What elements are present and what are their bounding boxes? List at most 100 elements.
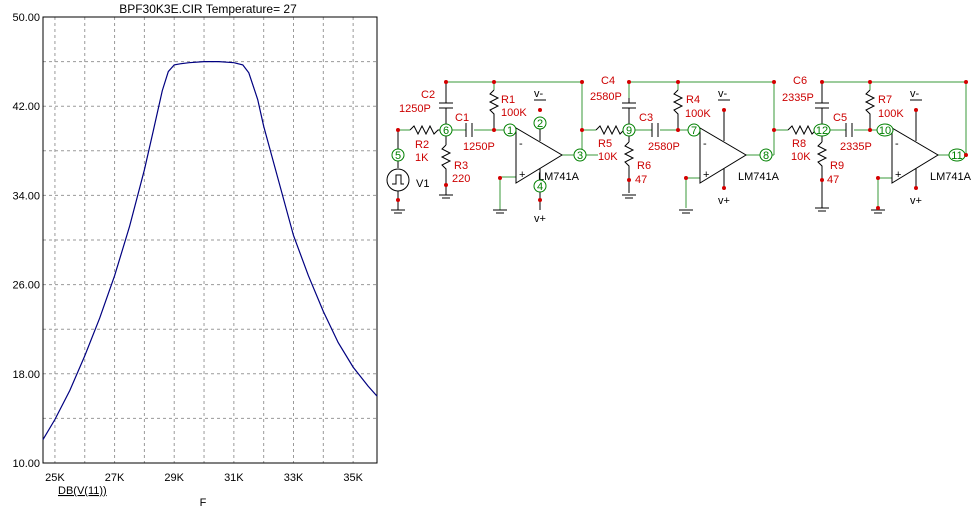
- u2-plus: +: [703, 169, 709, 181]
- u1-vm-label: v-: [534, 88, 544, 100]
- node-9[interactable]: 9: [622, 123, 636, 137]
- node-5[interactable]: 5: [391, 148, 405, 162]
- node-markers: 5 6 1 2 3 4 9 7 8 12 10 11: [391, 116, 966, 193]
- node-3[interactable]: 3: [573, 148, 587, 162]
- r2-label: R2: [415, 139, 429, 151]
- c2-value: 1250P: [399, 103, 431, 115]
- stage-1: C2 1250P R2 1K R3 220 C1 1250P R1 100K V…: [386, 81, 598, 225]
- u3-minus: -: [895, 138, 899, 150]
- u3-plus: +: [895, 169, 901, 181]
- svg-text:12: 12: [816, 125, 828, 137]
- r2-zigzag: [409, 124, 440, 136]
- x-tick-label: 31K: [224, 472, 244, 484]
- u3-opamp[interactable]: [891, 127, 939, 184]
- svg-text:8: 8: [763, 150, 769, 162]
- u1-plus: +: [519, 169, 525, 181]
- r7-value: 100K: [878, 108, 904, 120]
- r4-zigzag: [672, 89, 684, 130]
- stage-2: C4 2580P R5 10K R6 47 C3 2580P R4 100K -…: [581, 75, 780, 214]
- u3-part-label: LM741A: [930, 171, 972, 183]
- node-2[interactable]: 2: [533, 116, 547, 130]
- r6-label: R6: [637, 160, 651, 172]
- y-tick-label: 10.00: [12, 458, 40, 470]
- y-tick-label: 42.00: [12, 101, 40, 113]
- x-tick-label: 35K: [343, 472, 363, 484]
- x-variable-label: F: [200, 497, 207, 509]
- u3-vm-label: v-: [910, 88, 920, 100]
- plot-title: BPF30K3E.CIR Temperature= 27: [119, 2, 297, 16]
- r8-label: R8: [792, 138, 806, 150]
- c4-label: C4: [601, 75, 615, 87]
- r1-label: R1: [501, 94, 515, 106]
- r4-label: R4: [686, 94, 700, 106]
- node-10[interactable]: 10: [876, 123, 894, 137]
- r2-value: 1K: [415, 152, 429, 164]
- r7-label: R7: [878, 94, 892, 106]
- node-1[interactable]: 1: [503, 123, 517, 137]
- node-4[interactable]: 4: [533, 179, 547, 193]
- x-tick-label: 27K: [105, 472, 125, 484]
- y-tick-label: 34.00: [12, 190, 40, 202]
- svg-text:5: 5: [395, 150, 401, 162]
- v1-source-symbol[interactable]: [386, 168, 410, 192]
- x-tick-label: 29K: [164, 472, 184, 484]
- u3-vp-label: v+: [910, 195, 922, 207]
- r1-zigzag: [488, 89, 500, 130]
- svg-text:6: 6: [443, 125, 449, 137]
- y-tick-label: 26.00: [12, 280, 40, 292]
- u2-opamp[interactable]: [699, 127, 747, 184]
- r3-label: R3: [454, 160, 468, 172]
- c3-value: 2580P: [648, 141, 680, 153]
- svg-text:10: 10: [879, 125, 891, 137]
- r3-zigzag: [440, 144, 452, 185]
- r5-value: 10K: [598, 151, 618, 163]
- y-tick-label: 18.00: [12, 369, 40, 381]
- plot-frame: [42, 16, 378, 464]
- u1-minus: -: [519, 138, 523, 150]
- c4-value: 2580P: [590, 91, 622, 103]
- y-axis-ticks: 10.00 18.00 26.00 34.00 42.00 50.00: [12, 12, 40, 470]
- svg-text:7: 7: [691, 125, 697, 137]
- x-tick-label: 25K: [45, 472, 65, 484]
- u2-vm-label: v-: [718, 88, 728, 100]
- c5-label: C5: [833, 112, 847, 124]
- stage-3: C6 2335P R8 10K R9 47 C5 2335P R7 100K -…: [774, 75, 972, 214]
- y-expression-link[interactable]: DB(V(11)): [58, 485, 107, 497]
- r6-zigzag: [623, 141, 635, 193]
- u2-minus: -: [703, 138, 707, 150]
- y-tick-label: 50.00: [12, 12, 40, 24]
- svg-text:2: 2: [537, 118, 543, 130]
- r1-value: 100K: [501, 107, 527, 119]
- svg-text:1: 1: [507, 125, 513, 137]
- node-6[interactable]: 6: [439, 123, 453, 137]
- r7-zigzag: [864, 89, 876, 130]
- u1-vp-label: v+: [534, 213, 546, 225]
- svg-text:4: 4: [537, 181, 543, 193]
- plot-panel[interactable]: BPF30K3E.CIR Temperature= 27 10.00 18.00 2…: [0, 0, 390, 515]
- r4-value: 100K: [685, 108, 711, 120]
- u1-opamp[interactable]: [515, 127, 563, 184]
- junction-dots: [396, 80, 968, 210]
- r3-value: 220: [452, 173, 470, 185]
- u1-part-label: LM741A: [538, 171, 580, 183]
- node-11[interactable]: 11: [948, 148, 966, 162]
- node-12[interactable]: 12: [813, 123, 831, 137]
- u2-vp-label: v+: [718, 195, 730, 207]
- node-7[interactable]: 7: [687, 123, 701, 137]
- svg-text:11: 11: [951, 150, 962, 162]
- svg-text:3: 3: [577, 150, 583, 162]
- c1-value: 1250P: [463, 141, 495, 153]
- node-8[interactable]: 8: [759, 148, 773, 162]
- c5-value: 2335P: [840, 141, 872, 153]
- r8-zigzag: [787, 124, 817, 136]
- response-curve: [42, 61, 378, 440]
- r9-zigzag: [816, 141, 828, 195]
- r9-label: R9: [830, 160, 844, 172]
- v1-label: V1: [416, 178, 429, 190]
- plot-background: [0, 0, 390, 515]
- c6-value: 2335P: [782, 92, 814, 104]
- r9-value: 47: [827, 174, 839, 186]
- r8-value: 10K: [791, 151, 811, 163]
